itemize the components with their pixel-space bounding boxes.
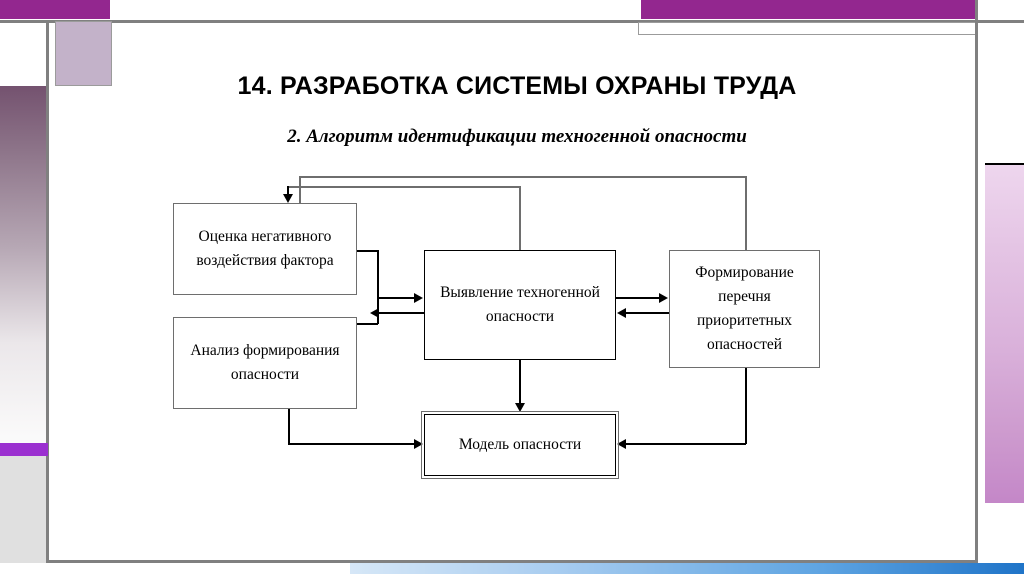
edge-bus-to-analiz <box>357 323 378 325</box>
arrowhead-to-ocenka-inner <box>283 194 293 203</box>
decor-left-grey-strip <box>0 456 46 563</box>
edge-analiz-across-to-model <box>288 443 416 445</box>
edge-viyavlenie-to-formirovanie <box>616 297 660 299</box>
edge-analiz-down <box>288 409 290 444</box>
arrowhead-to-formirovanie <box>659 293 668 303</box>
edge-left-vertical-bus <box>377 250 379 324</box>
node-viyavlenie[interactable]: Выявление техногенной опасности <box>424 250 616 360</box>
decor-bottom-blue-bar <box>350 563 1024 574</box>
edge-formirovanie-up <box>745 177 747 251</box>
arrowhead-to-analiz-bus <box>370 308 379 318</box>
edge-viyavlenie-to-bus <box>377 312 424 314</box>
decor-left-violet-band <box>0 443 48 456</box>
decor-rule-right <box>975 0 978 563</box>
node-model-label: Модель опасности <box>458 435 582 453</box>
edge-viyavlenie-down <box>287 186 289 200</box>
edge-formirovanie-down-to-model <box>745 368 747 444</box>
edge-ocenka-to-bus <box>357 250 378 252</box>
edge-formirovanie-across-to-model <box>625 443 746 445</box>
node-analiz-label: Анализ формирования опасности <box>190 341 340 383</box>
arrowhead-to-model-left <box>414 439 423 449</box>
decor-lavender-square <box>55 21 112 86</box>
arrowhead-to-viyavlenie-right <box>617 308 626 318</box>
arrowhead-to-model-top <box>515 403 525 412</box>
edge-bus-to-viyavlenie <box>377 297 415 299</box>
node-viyavlenie-label: Выявление техногенной опасности <box>440 283 600 325</box>
arrowhead-to-viyavlenie-left <box>414 293 423 303</box>
node-ocenka-label: Оценка негативного воздействия фактора <box>196 227 334 269</box>
decor-purple-block-top-left <box>0 0 110 19</box>
decor-rule-left <box>46 20 49 563</box>
node-model[interactable]: Модель опасности <box>421 411 619 479</box>
edge-formirovanie-to-viyavlenie <box>625 312 669 314</box>
decor-rule-bottom <box>46 560 978 563</box>
node-formirovanie[interactable]: Формирование перечня приоритетных опасно… <box>669 250 820 368</box>
decor-right-pink-strip <box>985 163 1024 503</box>
page-subtitle: 2. Алгоритм идентификации техногенной оп… <box>287 126 747 147</box>
edge-viyavlenie-across <box>288 186 521 188</box>
node-analiz[interactable]: Анализ формирования опасности <box>173 317 357 409</box>
decor-left-gradient-strip <box>0 86 46 443</box>
edge-viyavlenie-to-model <box>519 360 521 406</box>
edge-viyavlenie-up <box>519 187 521 251</box>
node-ocenka[interactable]: Оценка негативного воздействия фактора <box>173 203 357 295</box>
node-formirovanie-label: Формирование перечня приоритетных опасно… <box>695 263 794 354</box>
decor-purple-block-top-right <box>641 0 975 19</box>
decor-bottom-white-segment <box>46 563 350 574</box>
arrowhead-to-model-right <box>617 439 626 449</box>
edge-formirovanie-down <box>299 176 301 204</box>
decor-rule-top <box>0 20 1024 23</box>
page-title: 14. РАЗРАБОТКА СИСТЕМЫ ОХРАНЫ ТРУДА <box>237 72 797 100</box>
edge-formirovanie-across <box>299 176 747 178</box>
